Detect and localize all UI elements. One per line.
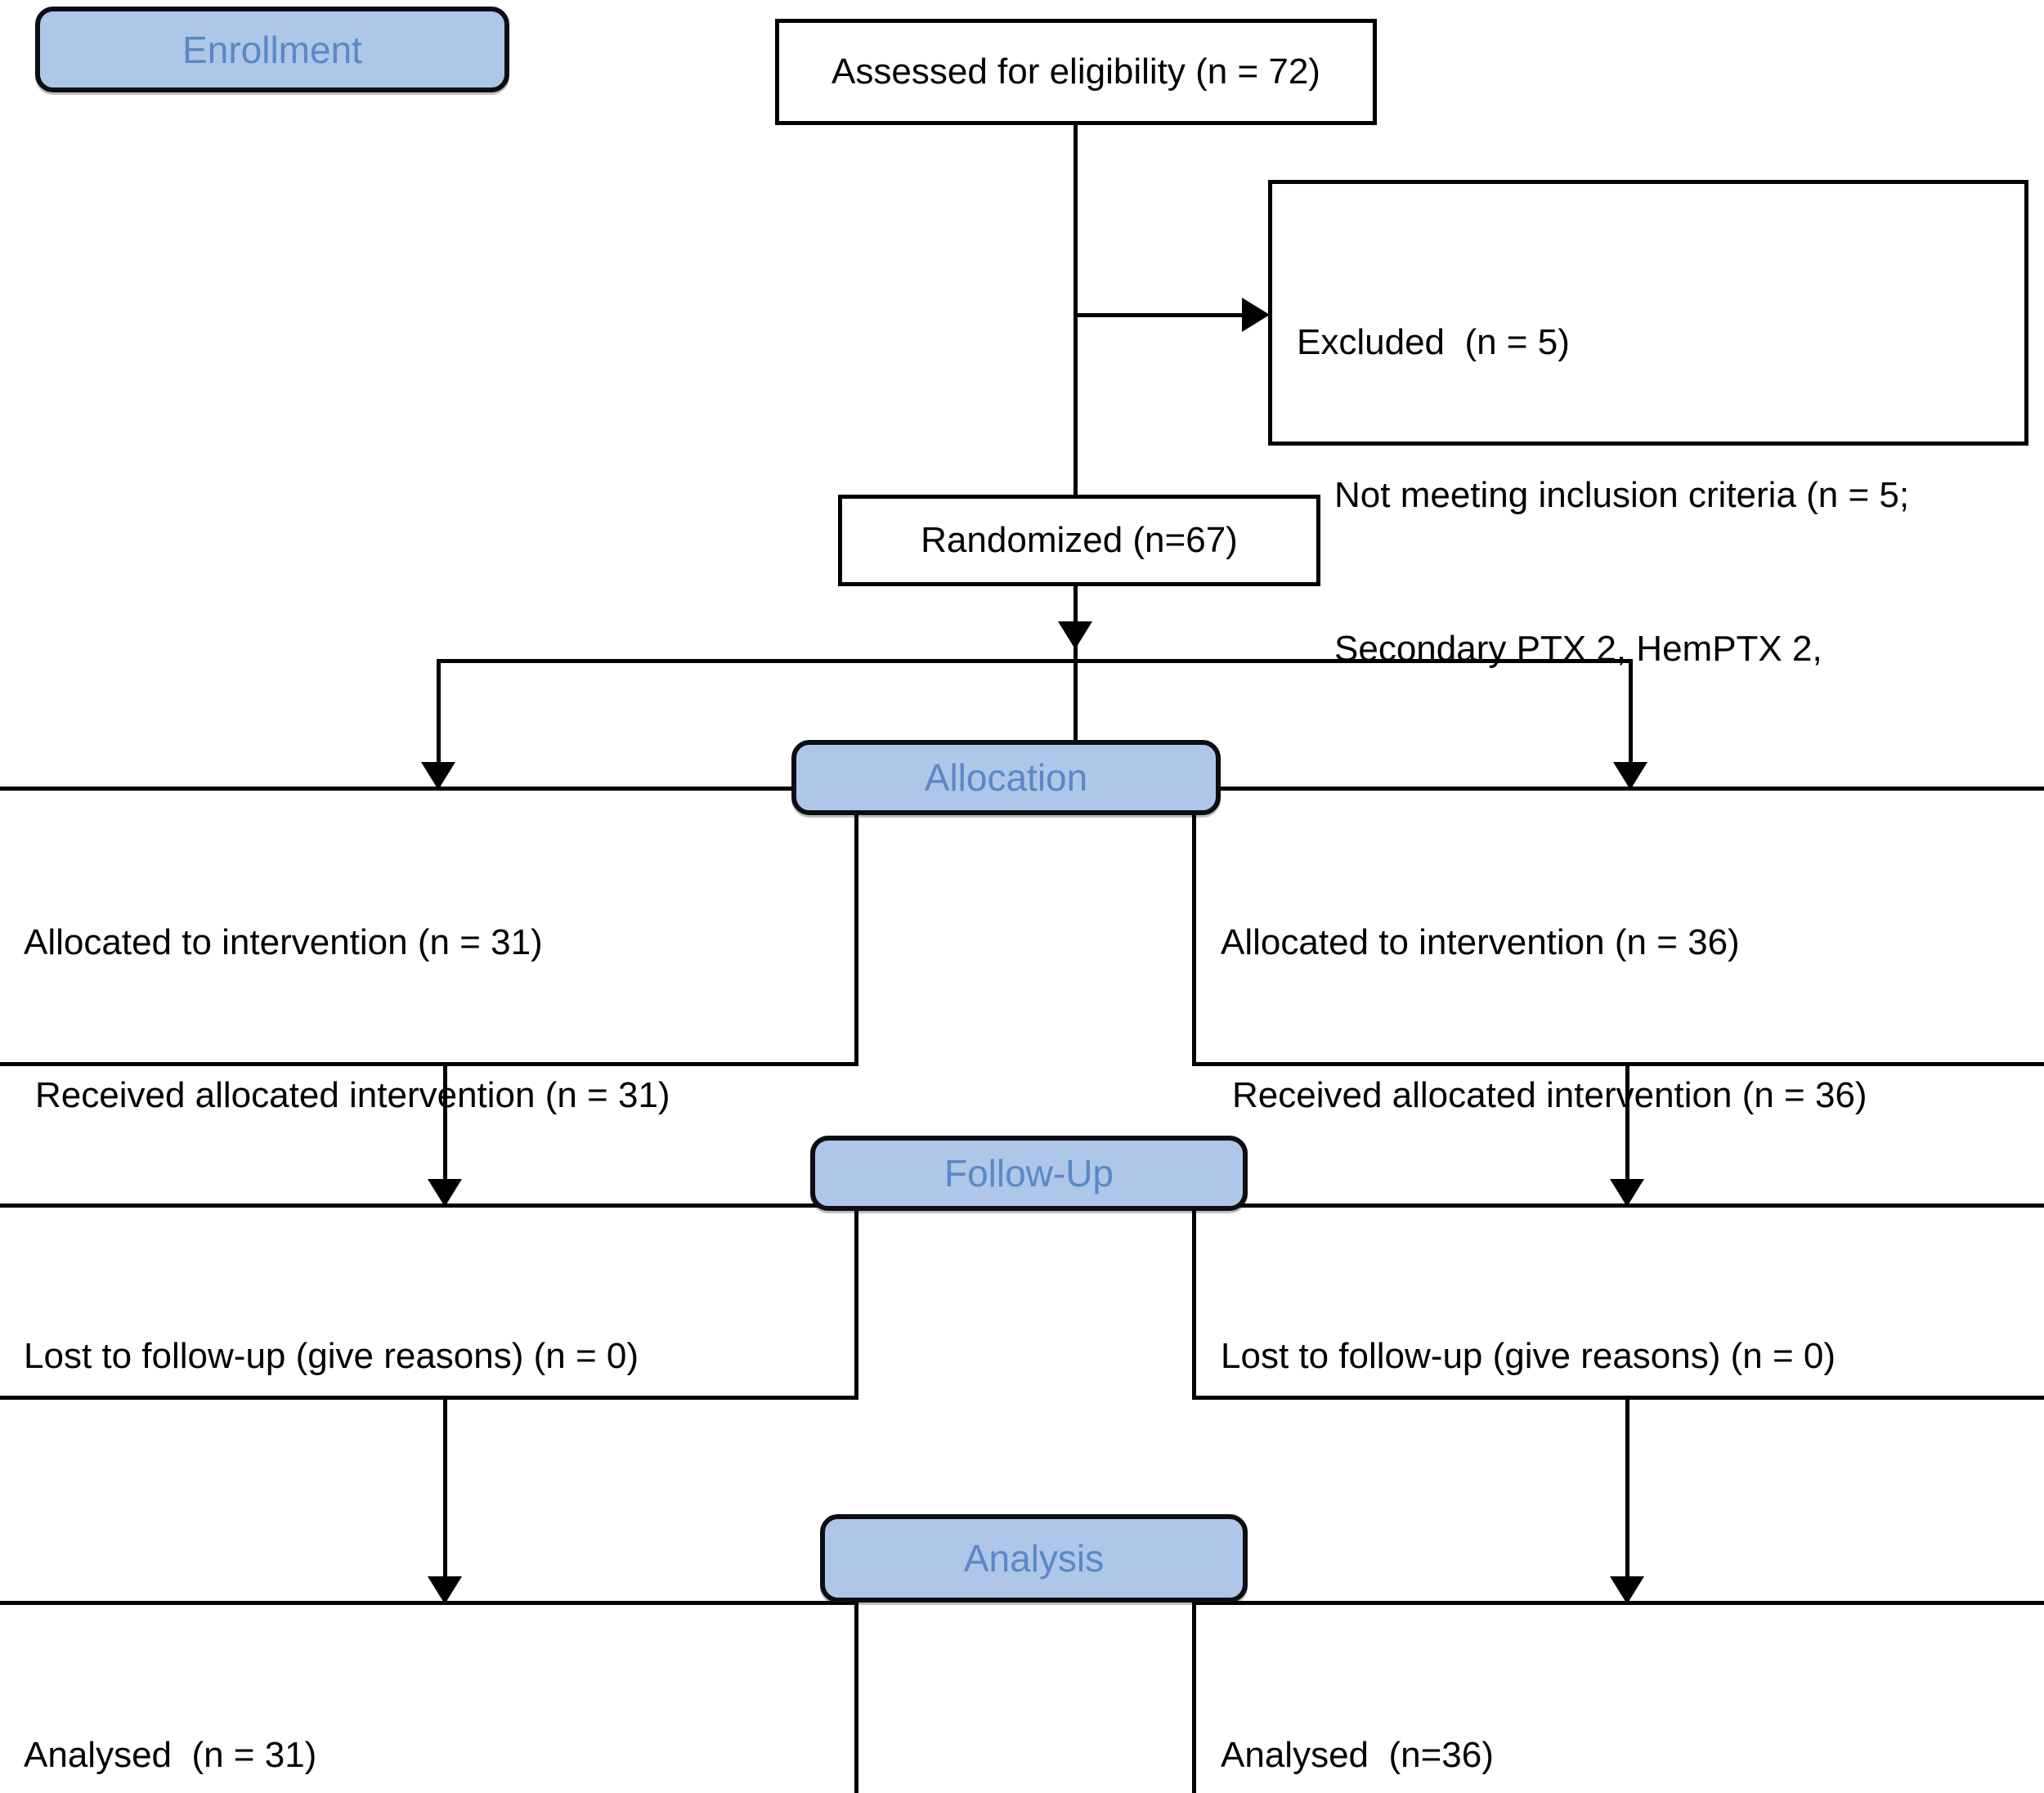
node-randomized: Randomized (n=67) — [838, 495, 1320, 586]
node-randomized-text: Randomized (n=67) — [921, 519, 1238, 560]
node-followup-left: Lost to follow-up (give reasons) (n = 0)… — [0, 1204, 858, 1664]
node-analysis-left: Analysed (n = 31) Excluded from analysis… — [0, 1601, 858, 1793]
node-assessed-text: Assessed for eligibility (n = 72) — [831, 51, 1320, 92]
node-excluded-line2: Not meeting inclusion criteria (n = 5; — [1334, 475, 1910, 516]
node-allocation-right-line2: Received allocated intervention (n = 36) — [1232, 1075, 1867, 1116]
followup-left-spacer — [24, 1484, 830, 1517]
arrowhead-analysis-right — [1610, 1576, 1644, 1604]
node-excluded: Excluded (n = 5) Not meeting inclusion c… — [1268, 180, 2028, 822]
arrowhead-analysis-left — [428, 1576, 462, 1604]
connector-split-bar — [437, 659, 1633, 663]
connector-alloc-right-to-followup — [1625, 1066, 1629, 1207]
connector-split-left-leg — [437, 659, 441, 790]
node-allocation-left-line2: Received allocated intervention (n = 31) — [35, 1075, 670, 1116]
node-assessed-for-eligibility: Assessed for eligibility (n = 72) — [775, 19, 1377, 125]
arrowhead-randomized-split — [1058, 621, 1092, 649]
arrowhead-to-excluded — [1242, 298, 1270, 332]
arrowhead-followup-left — [428, 1179, 462, 1207]
stage-badge-analysis: Analysis — [820, 1514, 1248, 1602]
connector-randomized-down — [1074, 586, 1078, 789]
node-analysis-right: Analysed (n=36) Excluded from analysis (… — [1192, 1601, 2044, 1793]
followup-right-spacer — [1221, 1484, 2020, 1517]
stage-badge-allocation-label: Allocation — [924, 756, 1088, 799]
connector-alloc-left-to-followup — [443, 1066, 447, 1207]
stage-badge-analysis-label: Analysis — [963, 1537, 1105, 1580]
connector-followup-left-to-analysis — [443, 1400, 447, 1604]
node-allocation-left: Allocated to intervention (n = 31) Recei… — [0, 787, 858, 1320]
stage-badge-followup: Follow-Up — [810, 1136, 1248, 1211]
node-followup-right-line1: Lost to follow-up (give reasons) (n = 0) — [1221, 1335, 1836, 1376]
stage-badge-enrollment: Enrollment — [35, 7, 509, 92]
connector-split-right-leg — [1629, 659, 1633, 790]
node-excluded-line1: Excluded (n = 5) — [1297, 321, 1570, 362]
stage-badge-followup-label: Follow-Up — [944, 1152, 1114, 1195]
stage-badge-allocation: Allocation — [791, 740, 1221, 815]
arrowhead-allocation-right — [1613, 762, 1647, 790]
node-allocation-right-line1: Allocated to intervention (n = 36) — [1221, 921, 1740, 962]
node-allocation-left-line1: Allocated to intervention (n = 31) — [24, 921, 543, 962]
connector-assessed-to-randomized — [1074, 125, 1078, 497]
stage-badge-enrollment-label: Enrollment — [182, 28, 362, 71]
node-allocation-right: Allocated to intervention (n = 36) Recei… — [1192, 787, 2044, 1320]
node-excluded-line3: Secondary PTX 2, HemPTX 2, — [1334, 628, 1822, 669]
connector-followup-right-to-analysis — [1625, 1400, 1629, 1604]
arrowhead-followup-right — [1610, 1179, 1644, 1207]
arrowhead-allocation-left — [421, 762, 455, 790]
connector-trunk-to-excluded — [1074, 313, 1253, 317]
node-analysis-left-line1: Analysed (n = 31) — [24, 1734, 317, 1775]
node-analysis-right-line1: Analysed (n=36) — [1221, 1734, 1494, 1775]
node-followup-right: Lost to follow-up (give reasons) (n = 0)… — [1192, 1204, 2044, 1793]
node-followup-left-line1: Lost to follow-up (give reasons) (n = 0) — [24, 1335, 639, 1376]
